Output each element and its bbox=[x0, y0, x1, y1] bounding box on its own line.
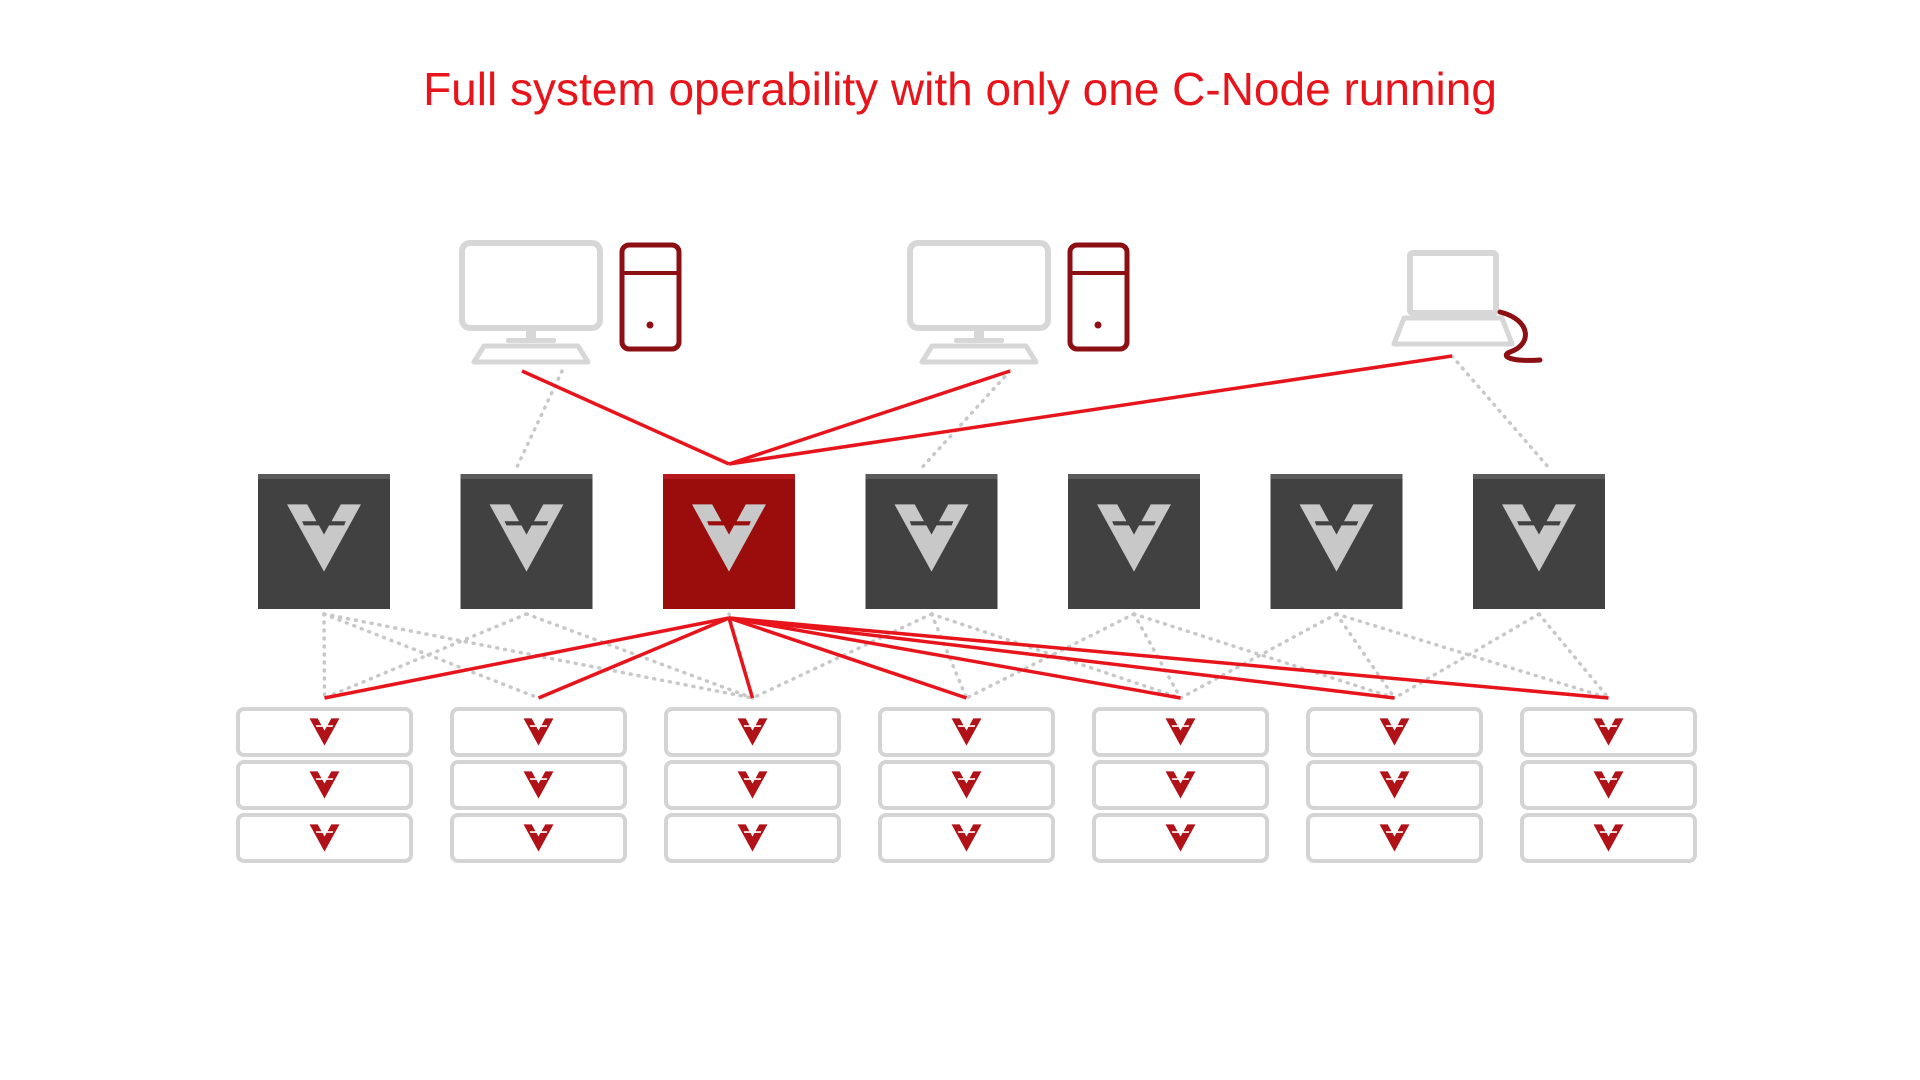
dbox bbox=[1092, 760, 1269, 810]
dbox bbox=[878, 760, 1055, 810]
desktop-computer-icon bbox=[459, 240, 603, 365]
active-storage-link bbox=[728, 616, 1181, 700]
idle-storage-link bbox=[1178, 612, 1339, 700]
active-storage-link bbox=[728, 616, 968, 700]
cnode bbox=[460, 474, 593, 609]
dbox bbox=[450, 707, 627, 757]
dbox bbox=[450, 760, 627, 810]
cnode-active bbox=[663, 474, 795, 609]
dbox bbox=[1306, 707, 1483, 757]
idle-storage-link bbox=[322, 612, 327, 700]
server-tower-icon bbox=[619, 242, 682, 352]
idle-storage-link bbox=[964, 612, 1136, 700]
server-case bbox=[619, 242, 682, 352]
desktop-computer-icon bbox=[907, 240, 1051, 365]
monitor-base bbox=[954, 338, 1004, 343]
active-storage-link bbox=[728, 616, 1395, 700]
dbox bbox=[664, 813, 841, 863]
dbox bbox=[1520, 760, 1697, 810]
active-client-link bbox=[728, 369, 1011, 466]
cnode-top-edge bbox=[663, 474, 795, 479]
dbox bbox=[878, 707, 1055, 757]
idle-storage-link bbox=[1537, 612, 1611, 700]
active-storage-link bbox=[537, 616, 730, 700]
dbox bbox=[1306, 813, 1483, 863]
idle-storage-link bbox=[1132, 612, 1397, 700]
server-led bbox=[646, 321, 654, 329]
idle-client-link bbox=[1450, 354, 1551, 470]
cable-icon bbox=[1497, 309, 1543, 363]
cnode bbox=[1068, 474, 1200, 609]
monitor-stand bbox=[526, 328, 536, 340]
dbox bbox=[878, 813, 1055, 863]
dbox bbox=[1520, 813, 1697, 863]
dbox bbox=[1306, 760, 1483, 810]
idle-storage-link bbox=[1334, 612, 1397, 700]
dbox bbox=[664, 760, 841, 810]
cnode bbox=[865, 474, 998, 609]
idle-storage-link bbox=[322, 612, 541, 700]
cnode bbox=[1473, 474, 1605, 609]
cnode-top-edge bbox=[258, 474, 390, 479]
cnode-top-edge bbox=[1270, 474, 1403, 479]
active-storage-link bbox=[324, 616, 730, 700]
laptop-base bbox=[1391, 315, 1515, 347]
monitor-screen bbox=[907, 240, 1051, 331]
idle-storage-link bbox=[929, 612, 969, 700]
idle-storage-link bbox=[1334, 612, 1611, 700]
dbox bbox=[1092, 707, 1269, 757]
cnode-top-edge bbox=[865, 474, 998, 479]
cnode-top-edge bbox=[1068, 474, 1200, 479]
cnode-top-edge bbox=[1473, 474, 1605, 479]
server-case bbox=[1067, 242, 1130, 352]
dbox bbox=[450, 813, 627, 863]
keyboard bbox=[919, 343, 1039, 365]
dbox bbox=[236, 813, 413, 863]
server-tower-icon bbox=[1067, 242, 1130, 352]
monitor-stand bbox=[974, 328, 984, 340]
active-client-link bbox=[728, 354, 1453, 466]
dbox bbox=[664, 707, 841, 757]
dbox bbox=[236, 707, 413, 757]
active-storage-link bbox=[728, 616, 1609, 700]
cnode bbox=[1270, 474, 1403, 609]
monitor-screen bbox=[459, 240, 603, 331]
monitor-base bbox=[506, 338, 556, 343]
page-title: Full system operability with only one C-… bbox=[423, 63, 1497, 115]
idle-storage-link bbox=[322, 612, 529, 700]
idle-client-link bbox=[919, 369, 1012, 470]
laptop-screen bbox=[1407, 250, 1499, 316]
dbox bbox=[1092, 813, 1269, 863]
dbox bbox=[1520, 707, 1697, 757]
cnode bbox=[258, 474, 390, 609]
active-storage-link bbox=[727, 617, 755, 699]
dbox bbox=[236, 760, 413, 810]
server-led bbox=[1094, 321, 1102, 329]
active-client-link bbox=[521, 369, 730, 466]
laptop-icon bbox=[1391, 250, 1515, 347]
keyboard bbox=[471, 343, 591, 365]
idle-storage-link bbox=[750, 612, 934, 700]
cnode-top-edge bbox=[460, 474, 593, 479]
